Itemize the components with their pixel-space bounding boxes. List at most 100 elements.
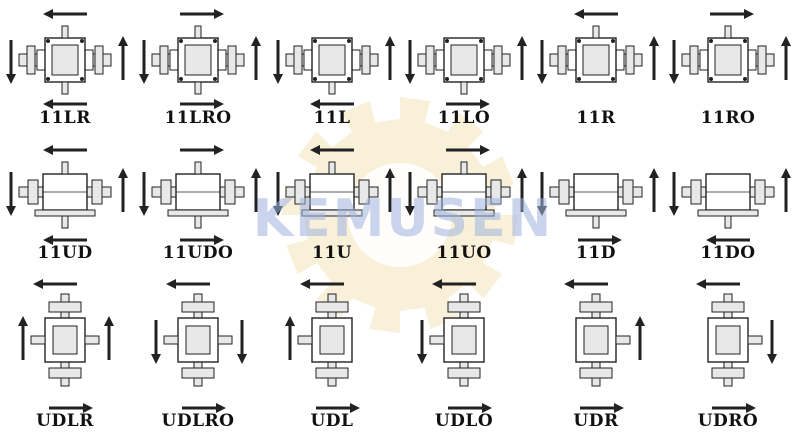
bottom-rotation-arrow-head [216, 403, 226, 413]
side-flange [159, 45, 169, 75]
bolt-icon [709, 77, 713, 81]
mounting-base [34, 209, 96, 217]
gearbox-unit-11lo [405, 36, 527, 109]
top-shaft [61, 25, 69, 39]
side-flange [294, 179, 306, 205]
bolt-icon [213, 39, 217, 43]
bolt-icon [80, 39, 84, 43]
gearbox-unit-udlo [417, 279, 492, 413]
side-flange [160, 179, 172, 205]
bolt-icon [479, 77, 483, 81]
left-rotation-arrow-head [151, 354, 161, 364]
top-rotation-arrow-head [166, 279, 176, 289]
left-rotation-arrow-head [273, 206, 283, 216]
gearbox-units [6, 9, 791, 413]
bottom-shaft [61, 81, 69, 95]
top-rotation-arrow-head [43, 145, 53, 155]
configuration-label: UDLRO [161, 411, 235, 431]
bottom-rotation-arrow-head [310, 99, 320, 109]
top-rotation-arrow-head [310, 145, 320, 155]
left-rotation-arrow-head [139, 206, 149, 216]
top-rotation-arrow-head [744, 9, 754, 19]
bottom-rotation-arrow-head [614, 403, 624, 413]
bolt-icon [577, 39, 581, 43]
left-rotation-arrow-head [6, 74, 16, 84]
left-rotation-arrow-head [669, 74, 679, 84]
bottom-rotation-arrow-head [706, 235, 716, 245]
right-rotation-arrow-head [385, 36, 395, 46]
housing-window [52, 325, 78, 355]
side-collar [567, 49, 577, 71]
gearbox-unit-11udo [139, 145, 261, 245]
top-flange [447, 301, 481, 313]
right-rotation-arrow-head [251, 168, 261, 178]
bolt-icon [611, 39, 615, 43]
bolt-icon [347, 77, 351, 81]
bolt-icon [347, 39, 351, 43]
watermark-text: KEMUSEN [252, 189, 554, 249]
left-rotation-arrow-head [417, 354, 427, 364]
right-rotation-arrow-head [385, 168, 395, 178]
side-flange [361, 45, 371, 75]
right-rotation-arrow-head [649, 168, 659, 178]
right-shaft [84, 335, 100, 345]
bottom-flange [447, 367, 481, 379]
top-shaft [194, 161, 202, 175]
right-rotation-arrow-head [517, 36, 527, 46]
housing-window [714, 44, 742, 76]
configuration-label: 11LRO [164, 108, 232, 128]
side-flange [490, 179, 502, 205]
side-flange [558, 179, 570, 205]
top-shaft [328, 161, 336, 175]
top-rotation-arrow-head [33, 279, 43, 289]
left-rotation-arrow-head [537, 74, 547, 84]
bolt-icon [611, 77, 615, 81]
top-flange [48, 301, 82, 313]
right-rotation-arrow-head [781, 168, 791, 178]
left-rotation-arrow-head [537, 206, 547, 216]
mounting-base [433, 209, 495, 217]
configuration-label: 11U [312, 243, 352, 263]
bottom-shaft [194, 81, 202, 95]
configuration-label: UDLO [434, 411, 494, 431]
housing-window [185, 325, 211, 355]
left-shaft [30, 335, 46, 345]
side-flange [689, 45, 699, 75]
right-rotation-arrow-head [767, 354, 777, 364]
top-flange [315, 301, 349, 313]
top-rotation-arrow-head [696, 279, 706, 289]
top-shaft [460, 161, 468, 175]
side-collar [435, 49, 445, 71]
bottom-flange [711, 367, 745, 379]
right-rotation-arrow-head [517, 168, 527, 178]
side-collar [615, 49, 625, 71]
configuration-label: 11R [576, 108, 616, 128]
bolt-icon [743, 77, 747, 81]
bottom-rotation-arrow-head [83, 403, 93, 413]
side-flange [94, 45, 104, 75]
left-shaft [429, 335, 445, 345]
top-rotation-arrow-head [43, 9, 53, 19]
configuration-label: 11D [576, 243, 616, 263]
bottom-rotation-arrow-head [350, 403, 360, 413]
gearbox-unit-11r [537, 9, 659, 84]
bottom-rotation-arrow-head [480, 99, 490, 109]
gearbox-unit-11uo [405, 145, 527, 217]
left-rotation-arrow-head [273, 74, 283, 84]
side-flange [557, 45, 567, 75]
bolt-icon [445, 39, 449, 43]
bottom-flange [48, 367, 82, 379]
configuration-label: 11RO [700, 108, 756, 128]
housing-window [51, 44, 79, 76]
top-flange [579, 301, 613, 313]
side-collar [217, 49, 227, 71]
side-flange [622, 179, 634, 205]
left-rotation-arrow-head [139, 74, 149, 84]
side-flange [493, 45, 503, 75]
side-flange [26, 45, 36, 75]
top-flange [711, 301, 745, 313]
mounting-base [697, 209, 759, 217]
top-rotation-arrow-head [480, 145, 490, 155]
housing-window [318, 44, 346, 76]
